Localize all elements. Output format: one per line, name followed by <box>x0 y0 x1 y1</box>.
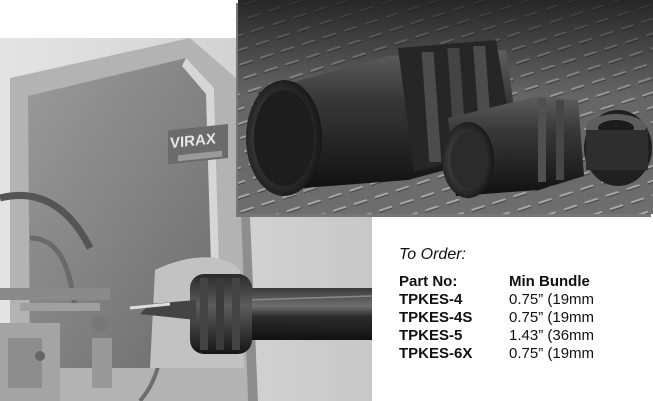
part-number: TPKES-4 <box>399 291 463 308</box>
medium-gland <box>442 96 584 198</box>
min-bundle: 0.75” (19mm <box>509 345 595 362</box>
header-part-no: Part No: <box>399 273 458 290</box>
table-row: TPKES-6X 0.75” (19mm <box>399 345 594 363</box>
order-title: To Order: <box>399 246 466 263</box>
order-table: Part No: Min Bundle TPKES-4 0.75” (19mm … <box>399 273 594 363</box>
table-row: TPKES-4S 0.75” (19mm <box>399 309 594 327</box>
part-number: TPKES-5 <box>399 327 463 344</box>
min-bundle: 0.75” (19mm <box>509 309 595 326</box>
table-header-row: Part No: Min Bundle <box>399 273 594 291</box>
min-bundle: 0.75” (19mm <box>509 291 595 308</box>
order-info: To Order: Part No: Min Bundle TPKES-4 0.… <box>399 246 653 401</box>
part-number: TPKES-4S <box>399 309 473 326</box>
part-number: TPKES-6X <box>399 345 473 362</box>
table-row: TPKES-5 1.43” (36mm <box>399 327 594 345</box>
header-min-bundle: Min Bundle <box>509 273 590 290</box>
brand-logo-text: VIRAX <box>170 130 216 152</box>
gland-locknut <box>584 110 652 186</box>
min-bundle: 1.43” (36mm <box>509 327 595 344</box>
glands-product-photo <box>238 0 653 214</box>
table-row: TPKES-4 0.75” (19mm <box>399 291 594 309</box>
